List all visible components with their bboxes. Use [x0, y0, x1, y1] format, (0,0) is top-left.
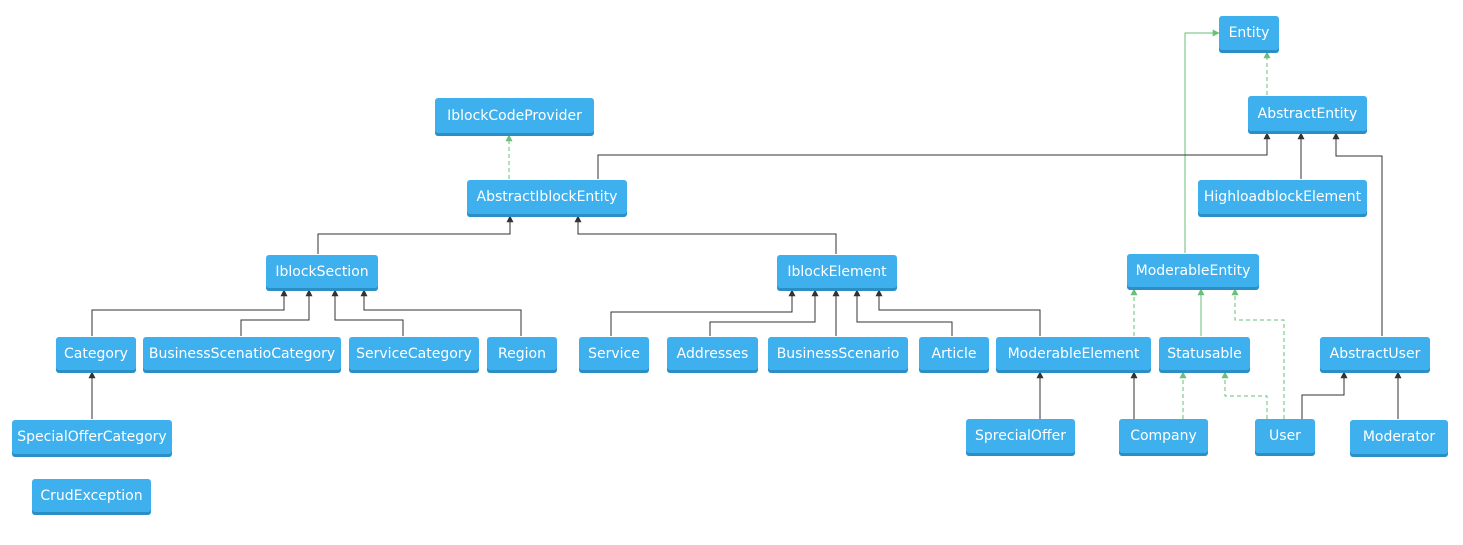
edge-iblock-section-to-abstract-iblock-entity	[317, 215, 514, 254]
node-service[interactable]: Service	[579, 337, 649, 370]
node-region[interactable]: Region	[487, 337, 557, 370]
edge-moderable-entity-to-entity	[1184, 29, 1220, 253]
node-moderable-element[interactable]: ModerableElement	[996, 337, 1151, 370]
edge-region-to-iblock-section	[360, 289, 522, 336]
node-company[interactable]: Company	[1119, 419, 1208, 453]
node-abstract-iblock-entity[interactable]: AbstractIblockEntity	[467, 180, 627, 214]
node-crud-exception[interactable]: CrudException	[32, 479, 151, 512]
node-moderator[interactable]: Moderator	[1350, 420, 1448, 454]
node-iblock-code-provider[interactable]: IblockCodeProvider	[435, 98, 594, 133]
edge-abstract-iblock-entity-to-abstract-entity	[597, 132, 1271, 179]
node-entity[interactable]: Entity	[1219, 16, 1279, 50]
edge-moderable-element-to-iblock-element	[875, 289, 1041, 336]
edge-business-scenatio-category-to-iblock-section	[240, 289, 313, 336]
node-service-category[interactable]: ServiceCategory	[349, 337, 479, 370]
edge-service-category-to-iblock-section	[331, 289, 404, 336]
node-statusable[interactable]: Statusable	[1159, 337, 1250, 370]
node-addresses[interactable]: Addresses	[667, 337, 758, 370]
edge-iblock-element-to-abstract-iblock-entity	[574, 215, 837, 254]
edge-service-to-iblock-element	[610, 289, 796, 336]
node-abstract-user[interactable]: AbstractUser	[1320, 337, 1430, 370]
edge-category-to-iblock-section	[91, 289, 288, 336]
edge-user-to-moderable-entity	[1231, 288, 1285, 419]
edge-user-to-abstract-user	[1301, 371, 1348, 419]
node-abstract-entity[interactable]: AbstractEntity	[1248, 96, 1367, 131]
edge-article-to-iblock-element	[853, 289, 953, 336]
node-sprecial-offer[interactable]: SprecialOffer	[966, 419, 1075, 453]
node-business-scenatio-category[interactable]: BusinessScenatioCategory	[143, 337, 341, 370]
edge-user-to-statusable	[1221, 371, 1268, 419]
node-article[interactable]: Article	[919, 337, 989, 370]
node-highloadblock-element[interactable]: HighloadblockElement	[1198, 180, 1367, 214]
node-category[interactable]: Category	[56, 337, 136, 370]
node-iblock-section[interactable]: IblockSection	[266, 255, 378, 288]
node-business-scenario[interactable]: BusinessScenario	[768, 337, 908, 370]
node-user[interactable]: User	[1255, 419, 1315, 453]
edge-addresses-to-iblock-element	[709, 289, 819, 336]
edge-abstract-user-to-abstract-entity	[1332, 132, 1383, 336]
node-special-offer-category[interactable]: SpecialOfferCategory	[12, 420, 172, 454]
node-iblock-element[interactable]: IblockElement	[777, 255, 897, 288]
node-moderable-entity[interactable]: ModerableEntity	[1127, 254, 1259, 287]
